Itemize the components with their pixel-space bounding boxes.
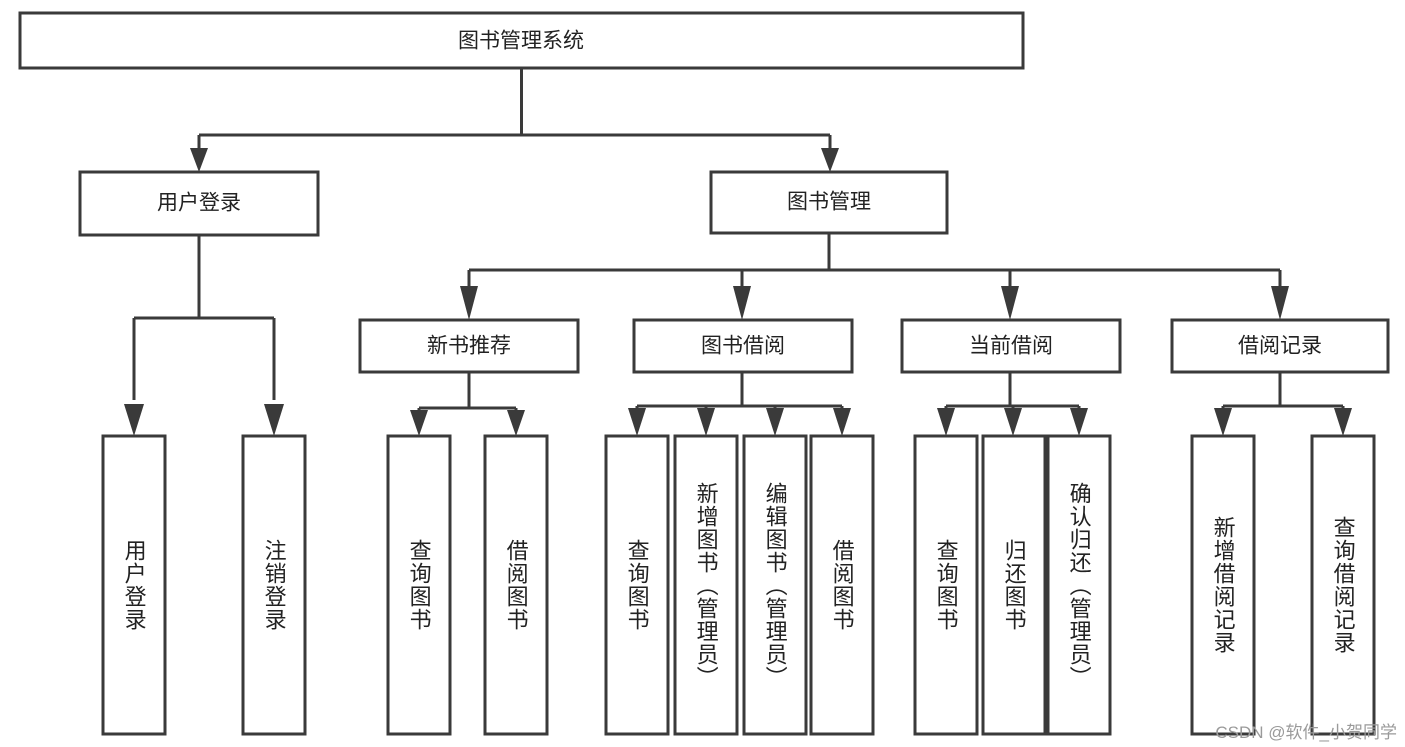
arrowhead-leaf-12	[1214, 408, 1232, 436]
node-newbook[interactable]: 新书推荐	[358, 318, 580, 374]
node-records-label: 借阅记录	[1238, 335, 1322, 358]
connector-group-login-to-leaves	[124, 235, 284, 436]
arrowhead-login	[190, 148, 208, 172]
arrowhead-bookmgmt	[821, 148, 839, 172]
connector-group-newbook-to-leaves	[410, 372, 525, 436]
node-newbook-label: 新书推荐	[427, 335, 511, 358]
node-leaf-10-rect[interactable]	[981, 434, 1047, 736]
node-current-label: 当前借阅	[969, 335, 1053, 358]
node-leaf-4-rect[interactable]	[483, 434, 549, 736]
arrowhead-leaf-10	[1004, 408, 1022, 436]
node-leaf-5-rect[interactable]	[604, 434, 670, 736]
node-leaf-1-rect[interactable]	[101, 434, 167, 736]
arrowhead-leaf-13	[1334, 408, 1352, 436]
arrowhead-leaf-2	[264, 404, 284, 436]
node-records-rect[interactable]	[1170, 318, 1390, 374]
connector-group-current-to-leaves	[937, 372, 1088, 436]
node-root-rect[interactable]	[18, 11, 1025, 70]
arrowhead-newbook	[460, 286, 478, 320]
node-bookmgmt-label: 图书管理	[787, 191, 871, 214]
node-leaf-7-rect[interactable]	[742, 434, 808, 736]
arrowhead-leaf-4	[507, 410, 525, 436]
node-leaf-13-rect[interactable]	[1310, 434, 1376, 736]
arrowhead-borrow	[733, 286, 751, 320]
node-root-label: 图书管理系统	[458, 30, 584, 53]
node-newbook-rect[interactable]	[358, 318, 580, 374]
connector-group-records-to-leaves	[1214, 372, 1352, 436]
arrowhead-leaf-9	[937, 408, 955, 436]
arrowhead-leaf-6	[697, 408, 715, 436]
arrowhead-leaf-7	[766, 408, 784, 436]
node-leaf-9-rect[interactable]	[913, 434, 979, 736]
arrowhead-records	[1271, 286, 1289, 320]
node-login[interactable]: 用户登录	[78, 170, 320, 237]
node-leaf-12-rect[interactable]	[1190, 434, 1256, 736]
node-login-label: 用户登录	[157, 192, 241, 215]
arrowhead-leaf-1	[124, 404, 144, 436]
node-bookmgmt[interactable]: 图书管理	[709, 170, 949, 235]
node-leaf-11-rect[interactable]	[1046, 434, 1112, 736]
watermark-text: CSDN @软件_小贺同学	[1215, 723, 1397, 742]
node-leaf-3-rect[interactable]	[386, 434, 452, 736]
node-leaf-6-rect[interactable]	[673, 434, 739, 736]
arrowhead-leaf-8	[833, 408, 851, 436]
node-current-rect[interactable]	[900, 318, 1122, 374]
connector-group-borrow-to-leaves	[628, 372, 851, 436]
node-bookmgmt-rect[interactable]	[709, 170, 949, 235]
node-root[interactable]: 图书管理系统	[18, 11, 1025, 70]
node-leaf-2-rect[interactable]	[241, 434, 307, 736]
node-login-rect[interactable]	[78, 170, 320, 237]
node-records[interactable]: 借阅记录	[1170, 318, 1390, 374]
node-current[interactable]: 当前借阅	[900, 318, 1122, 374]
arrowhead-current	[1001, 286, 1019, 320]
node-borrow-rect[interactable]	[632, 318, 854, 374]
node-borrow-label: 图书借阅	[701, 335, 785, 358]
node-borrow[interactable]: 图书借阅	[632, 318, 854, 374]
arrowhead-leaf-11	[1070, 408, 1088, 436]
arrowhead-leaf-3	[410, 410, 428, 436]
node-leaf-8-rect[interactable]	[809, 434, 875, 736]
connector-group-root-to-level2	[190, 68, 839, 172]
connector-group-bookmgmt-to-level3	[460, 233, 1289, 320]
arrowhead-leaf-5	[628, 408, 646, 436]
